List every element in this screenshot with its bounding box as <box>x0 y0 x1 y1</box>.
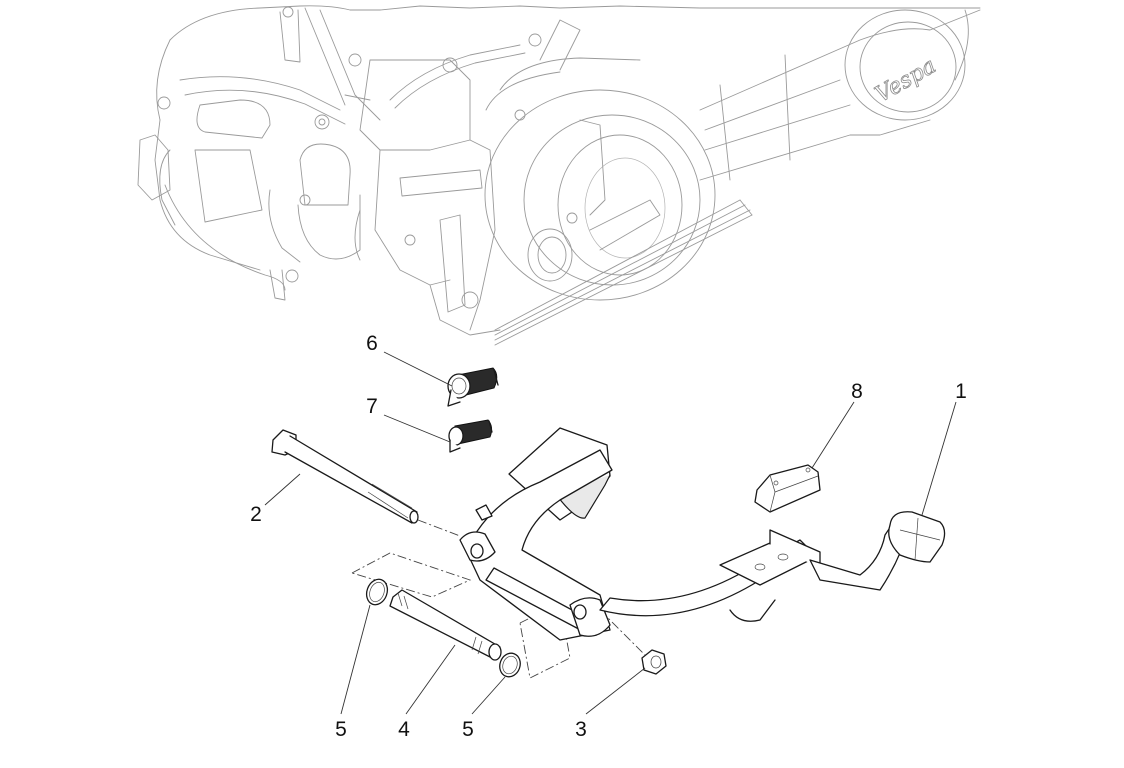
part-4-pivot-bushing[interactable] <box>389 589 502 661</box>
callout-5-left[interactable]: 5 <box>335 718 347 741</box>
callout-8[interactable]: 8 <box>851 380 863 403</box>
part-6-large-spring[interactable] <box>447 367 499 407</box>
part-7-small-spring[interactable] <box>448 419 493 453</box>
callout-3[interactable]: 3 <box>575 718 587 741</box>
engine-assembly-drawing: Vespa <box>137 5 981 346</box>
callout-5-right[interactable]: 5 <box>462 718 474 741</box>
part-2-pivot-bolt[interactable] <box>271 429 419 524</box>
callout-1[interactable]: 1 <box>955 380 967 403</box>
callout-2[interactable]: 2 <box>250 503 262 526</box>
callout-7[interactable]: 7 <box>366 395 378 418</box>
callout-leader-lines <box>264 351 957 715</box>
part-3-self-locking-nut[interactable] <box>641 649 667 675</box>
part-8-rubber-stop-pad[interactable] <box>754 464 821 513</box>
part-1-center-stand[interactable] <box>459 427 946 641</box>
callout-4[interactable]: 4 <box>398 718 410 741</box>
callout-6[interactable]: 6 <box>366 332 378 355</box>
part-5-washer-right[interactable] <box>496 650 523 679</box>
callout-labels: 6 7 2 8 1 5 4 5 3 <box>250 332 967 741</box>
part-5-washer-left[interactable] <box>363 576 391 607</box>
vespa-logo-text: Vespa <box>871 54 940 108</box>
